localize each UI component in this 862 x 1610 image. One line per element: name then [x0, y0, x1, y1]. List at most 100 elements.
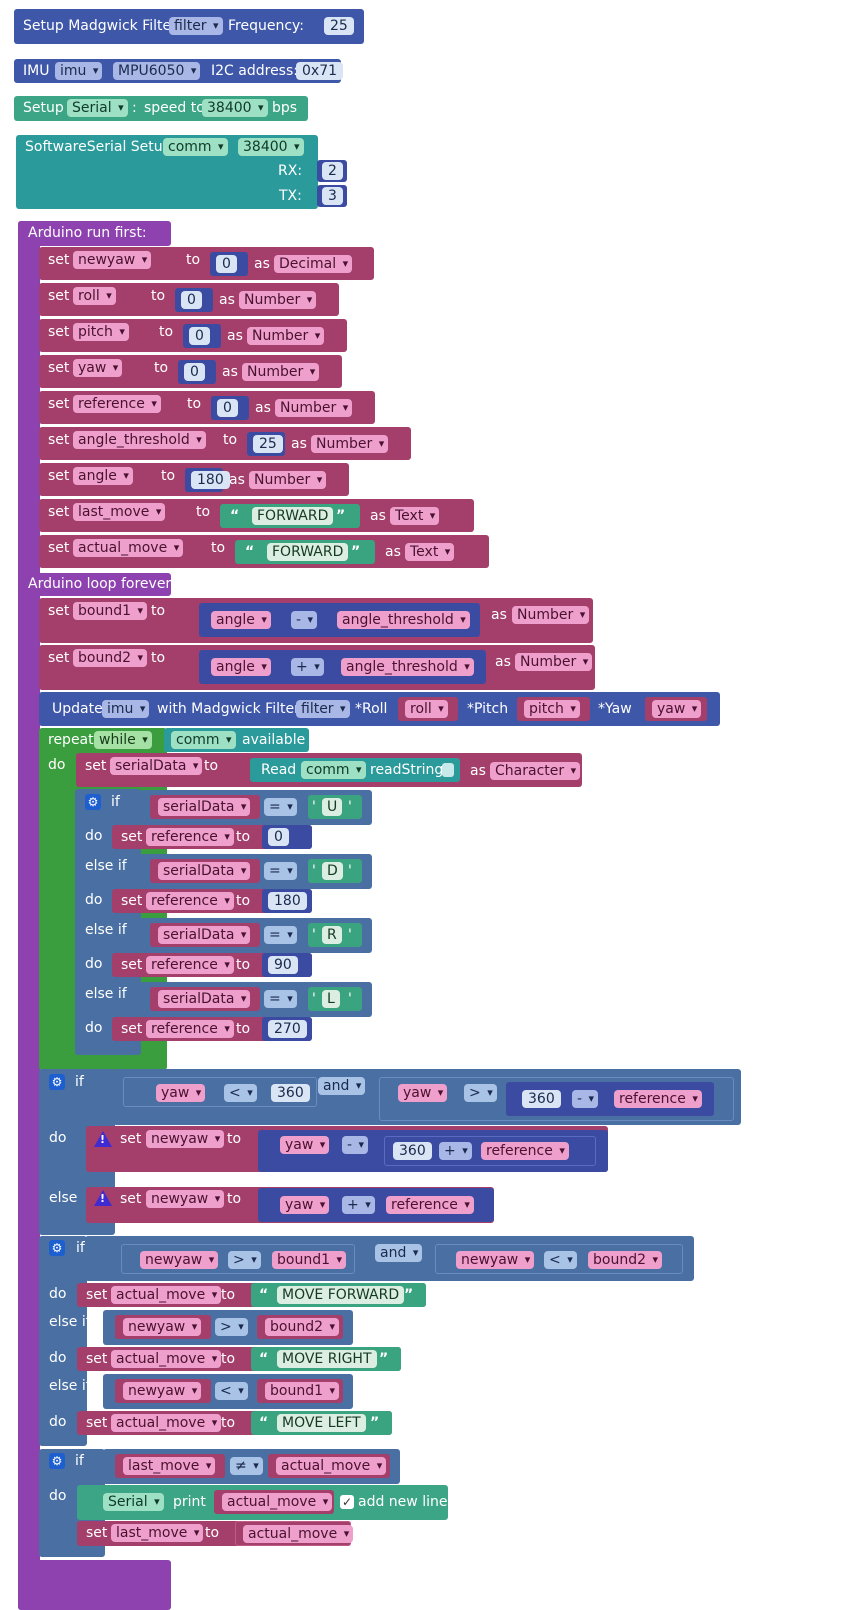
- type-dropdown[interactable]: Decimal: [274, 255, 353, 273]
- compare-logic-block[interactable]: serialData='D': [140, 854, 372, 889]
- set-variable-block[interactable]: setrollto0asNumber: [39, 283, 339, 316]
- actual-move-var-dropdown[interactable]: actual_move: [111, 1286, 222, 1304]
- op-dropdown[interactable]: <: [215, 1382, 248, 1400]
- bound1-var-dropdown[interactable]: bound1: [272, 1251, 346, 1269]
- yaw-gt-block[interactable]: yaw > 360 - reference: [379, 1077, 734, 1121]
- actual-move-var-dropdown[interactable]: actual_move: [276, 1457, 387, 1475]
- minus-op-dropdown[interactable]: -: [572, 1090, 599, 1108]
- last-move-var-dropdown[interactable]: last_move: [111, 1524, 204, 1542]
- filter-dropdown[interactable]: filter: [169, 17, 223, 35]
- softserial-baud-dropdown[interactable]: 38400: [238, 138, 304, 156]
- eq-op-dropdown[interactable]: =: [264, 798, 297, 816]
- bound-var-dropdown[interactable]: bound1: [265, 1382, 339, 1400]
- newyaw-var-dropdown[interactable]: newyaw: [140, 1251, 219, 1269]
- var-dropdown[interactable]: bound1: [73, 602, 147, 620]
- actual-move-var-dropdown[interactable]: actual_move: [222, 1493, 333, 1511]
- newyaw-lt-bound2-block[interactable]: newyaw < bound2: [435, 1244, 683, 1274]
- var-dropdown[interactable]: yaw: [73, 359, 123, 377]
- text-input[interactable]: FORWARD: [252, 507, 334, 525]
- eq-op-dropdown[interactable]: =: [264, 926, 297, 944]
- type-dropdown[interactable]: Number: [242, 363, 320, 381]
- imu-setup-block[interactable]: IMU imu MPU6050 I2C address: 0x71: [14, 59, 344, 83]
- reference-var-dropdown[interactable]: reference: [146, 828, 234, 846]
- tx-input[interactable]: 3: [322, 187, 343, 205]
- type-dropdown[interactable]: Number: [249, 471, 327, 489]
- gear-icon[interactable]: ⚙: [85, 794, 101, 810]
- text-input[interactable]: MOVE RIGHT: [277, 1350, 377, 1368]
- set-bound1-block[interactable]: set bound1 to angle - angle_threshold as…: [39, 598, 593, 643]
- number-input[interactable]: 0: [181, 291, 202, 309]
- rx-input[interactable]: 2: [322, 162, 343, 180]
- var-dropdown[interactable]: pitch: [73, 323, 129, 341]
- comm-dropdown[interactable]: comm: [171, 731, 236, 749]
- reference-var-dropdown[interactable]: reference: [614, 1090, 702, 1108]
- serial-port-dropdown[interactable]: Serial: [103, 1493, 164, 1511]
- actual-move-var-dropdown[interactable]: actual_move: [111, 1414, 222, 1432]
- gear-icon[interactable]: ⚙: [49, 1453, 65, 1469]
- n360-input[interactable]: 360: [522, 1090, 561, 1108]
- gt-op-dropdown[interactable]: >: [228, 1251, 261, 1269]
- var-dropdown[interactable]: last_move: [73, 503, 166, 521]
- yaw-minus-block[interactable]: yaw - 360 + reference: [258, 1130, 608, 1172]
- loop-forever-header[interactable]: Arduino loop forever:: [18, 573, 176, 596]
- yaw-var-dropdown[interactable]: yaw: [398, 1084, 448, 1102]
- compare-logic-block[interactable]: serialData='R': [140, 918, 372, 953]
- read-arg-slot[interactable]: [442, 763, 454, 777]
- reference-var-dropdown[interactable]: reference: [146, 1020, 234, 1038]
- set-reference-block[interactable]: setreferenceto180: [112, 889, 312, 913]
- number-input[interactable]: 0: [217, 399, 238, 417]
- newyaw-var-dropdown[interactable]: newyaw: [456, 1251, 535, 1269]
- number-input[interactable]: 0: [184, 363, 205, 381]
- bound2-var-dropdown[interactable]: bound2: [588, 1251, 662, 1269]
- actual-move-var-dropdown[interactable]: actual_move: [243, 1525, 354, 1543]
- 360-plus-reference-block[interactable]: 360 + reference: [384, 1136, 596, 1166]
- subtract-math-block[interactable]: angle - angle_threshold: [199, 603, 480, 637]
- newyaw-var-dropdown[interactable]: newyaw: [146, 1190, 225, 1208]
- reference-var-dropdown[interactable]: reference: [146, 892, 234, 910]
- 360-minus-reference-block[interactable]: 360 - reference: [506, 1082, 714, 1116]
- imu-name-dropdown[interactable]: imu: [55, 62, 103, 80]
- op-dropdown[interactable]: -: [291, 611, 318, 629]
- newyaw-var-dropdown[interactable]: newyaw: [146, 1130, 225, 1148]
- yaw-var-dropdown[interactable]: yaw: [280, 1196, 330, 1214]
- eq-op-dropdown[interactable]: =: [264, 862, 297, 880]
- set-variable-block[interactable]: setpitchto0asNumber: [39, 319, 347, 352]
- compare-logic-block[interactable]: newyaw < bound1: [103, 1374, 353, 1409]
- serialdata-var-dropdown[interactable]: serialData: [158, 862, 251, 880]
- type-dropdown[interactable]: Character: [490, 762, 581, 780]
- serialdata-var-dropdown[interactable]: serialData: [110, 757, 203, 775]
- softwareserial-setup-block[interactable]: SoftwareSerial Setup comm 38400 RX:: [16, 135, 318, 209]
- angle-threshold-var-dropdown[interactable]: angle_threshold: [341, 658, 474, 676]
- compare-logic-block[interactable]: serialData='L': [140, 982, 372, 1017]
- newyaw-var-dropdown[interactable]: newyaw: [123, 1382, 202, 1400]
- i2c-address-input[interactable]: 0x71: [296, 62, 344, 80]
- serial-setup-block[interactable]: Setup Serial : speed to 38400 bps: [14, 96, 308, 121]
- type-dropdown[interactable]: Text: [405, 543, 455, 561]
- type-dropdown[interactable]: Number: [247, 327, 325, 345]
- comm-available-block[interactable]: comm available: [164, 728, 309, 752]
- madgwick-setup-block[interactable]: Setup Madgwick Filter filter Frequency: …: [14, 9, 364, 44]
- not-equal-logic-block[interactable]: last_move ≠ actual_move: [103, 1449, 400, 1484]
- gt-op-dropdown[interactable]: >: [464, 1084, 497, 1102]
- lt-op-dropdown[interactable]: <: [544, 1251, 577, 1269]
- pitch-var-dropdown[interactable]: pitch: [524, 700, 580, 718]
- else-set-newyaw-block[interactable]: ! set newyaw to yaw + reference: [86, 1187, 494, 1223]
- var-dropdown[interactable]: angle: [73, 467, 133, 485]
- and-logic-block[interactable]: newyaw > bound1 and newyaw < bound2: [85, 1236, 694, 1281]
- read-port-dropdown[interactable]: comm: [301, 761, 366, 779]
- set-newyaw-block[interactable]: ! set newyaw to yaw - 360 + reference: [86, 1126, 608, 1172]
- var-dropdown[interactable]: newyaw: [73, 251, 152, 269]
- compare-logic-block[interactable]: newyaw>bound2: [103, 1310, 353, 1345]
- reference-var-dropdown[interactable]: reference: [386, 1196, 474, 1214]
- compare-logic-block[interactable]: serialData='U': [140, 790, 372, 825]
- softserial-name-dropdown[interactable]: comm: [163, 138, 228, 156]
- and-dropdown[interactable]: and: [375, 1244, 423, 1262]
- set-reference-block[interactable]: setreferenceto270: [112, 1017, 312, 1041]
- actual-move-var-dropdown[interactable]: actual_move: [111, 1350, 222, 1368]
- set-bound2-block[interactable]: set bound2 to angle + angle_threshold as…: [39, 645, 595, 690]
- var-dropdown[interactable]: angle_threshold: [73, 431, 206, 449]
- last-move-var-dropdown[interactable]: last_move: [123, 1457, 216, 1475]
- imu-dropdown[interactable]: imu: [102, 700, 150, 718]
- type-dropdown[interactable]: Number: [515, 653, 593, 671]
